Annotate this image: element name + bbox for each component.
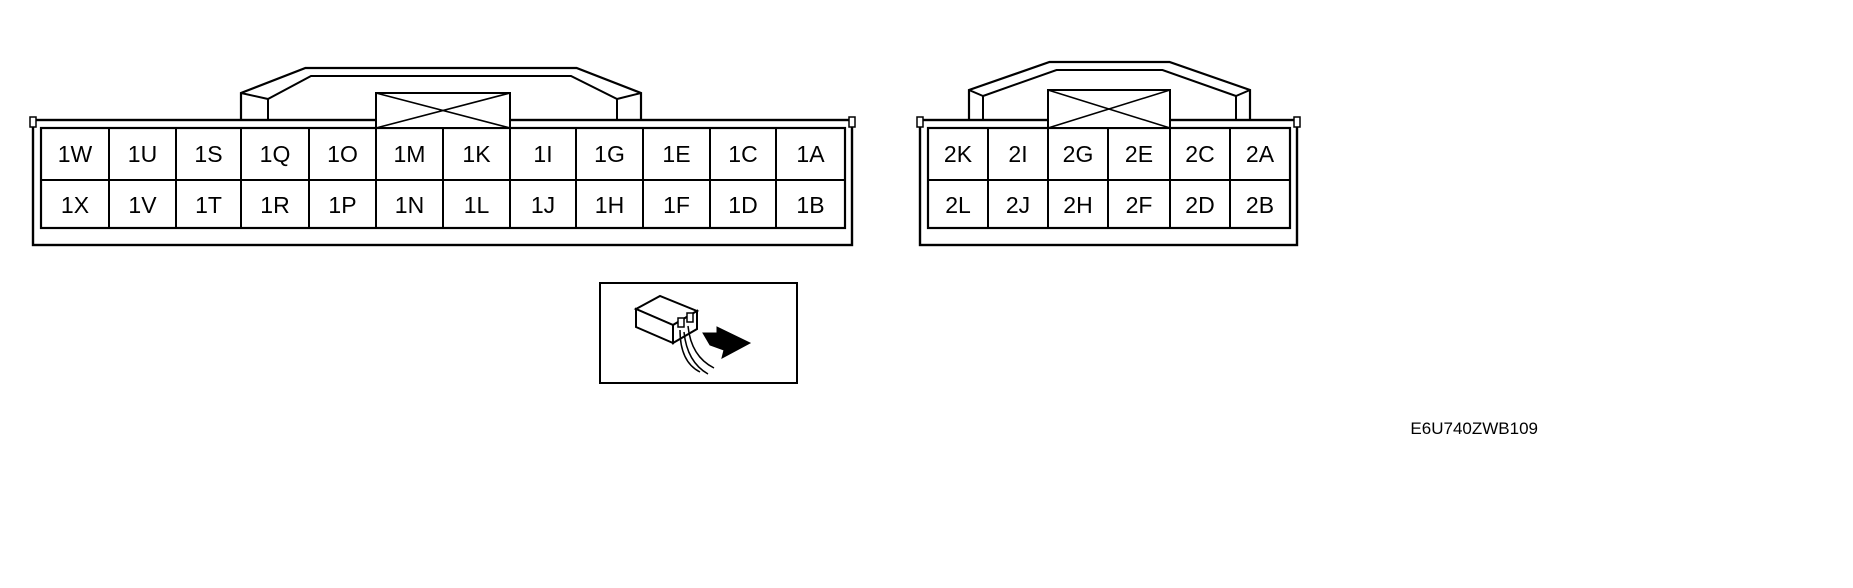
pin-label: 1X (61, 192, 89, 218)
pin-label: 1O (327, 141, 358, 167)
pin-label: 1I (533, 141, 552, 167)
pin-label: 1B (796, 192, 824, 218)
figure-reference-code: E6U740ZWB109 (1410, 419, 1538, 438)
pin-label: 1T (195, 192, 222, 218)
housing-left-tab (29, 116, 37, 128)
pin-label: 1P (328, 192, 356, 218)
housing-right-tab (1293, 116, 1301, 128)
pin-label: 2L (945, 192, 971, 218)
pin-label: 1E (662, 141, 690, 167)
pin-label: 1Q (260, 141, 291, 167)
pin-label: 2A (1246, 141, 1275, 167)
pin-label: 2H (1063, 192, 1092, 218)
wire (679, 329, 701, 373)
pin-label: 2K (944, 141, 973, 167)
lock-tab-outline (239, 66, 643, 128)
blocked-cavity-cross (1047, 89, 1171, 129)
lock-tab-inner (982, 69, 1237, 128)
pin-label: 2I (1008, 141, 1027, 167)
connector-1: 1W 1U 1S 1Q 1O 1M 1K 1I 1G 1E 1C 1A 1X 1V 1T 1R 1P 1N 1L 1J… (29, 66, 856, 247)
pin-label: 2F (1126, 192, 1153, 218)
view-direction-arrow-icon (702, 326, 752, 359)
wire (683, 331, 709, 375)
pin-label: 1W (58, 141, 93, 167)
terminal-view-inset (599, 282, 798, 384)
lock-tab-left-shoulder (240, 92, 269, 100)
pin-label: 1S (194, 141, 222, 167)
pin-label: 1L (464, 192, 490, 218)
pin-label: 1F (663, 192, 690, 218)
pin-label: 1V (128, 192, 157, 218)
pin-label: 2B (1246, 192, 1274, 218)
pin-label: 1N (395, 192, 424, 218)
lock-tab-right-shoulder (1235, 89, 1251, 97)
pin-label: 1G (594, 141, 625, 167)
inset-frame (599, 282, 798, 384)
terminal-cavity (677, 317, 685, 328)
pin-label: 1R (260, 192, 289, 218)
pin-label: 1M (394, 141, 426, 167)
lock-tab-right-shoulder (616, 92, 642, 100)
housing-left-tab (916, 116, 924, 128)
pin-label: 2D (1185, 192, 1214, 218)
pin-label: 1C (728, 141, 757, 167)
pin-label: 2E (1125, 141, 1153, 167)
pin-label: 1U (128, 141, 157, 167)
pin-label: 2C (1185, 141, 1214, 167)
lock-tab-left-shoulder (968, 89, 984, 97)
lock-tab-inner (267, 75, 618, 128)
pin-label: 1H (595, 192, 624, 218)
connector-2: 2K 2I 2G 2E 2C 2A 2L 2J 2H 2F 2D 2B (916, 60, 1301, 247)
pin-label: 1J (531, 192, 555, 218)
pin-label: 1D (728, 192, 757, 218)
terminal-cavity (686, 312, 694, 323)
pin-label: 2G (1063, 141, 1094, 167)
pin-label: 1A (796, 141, 825, 167)
lock-tab-outline (967, 60, 1252, 128)
pin-label: 2J (1006, 192, 1030, 218)
housing-right-tab (848, 116, 856, 128)
wire (687, 325, 715, 369)
connector-terminal-view-icon (633, 294, 752, 375)
pin-label: 1K (462, 141, 491, 167)
blocked-cavity-cross (375, 92, 511, 129)
connectors-layer: 1W 1U 1S 1Q 1O 1M 1K 1I 1G 1E 1C 1A 1X 1V 1T 1R 1P 1N 1L 1J… (29, 60, 1301, 247)
